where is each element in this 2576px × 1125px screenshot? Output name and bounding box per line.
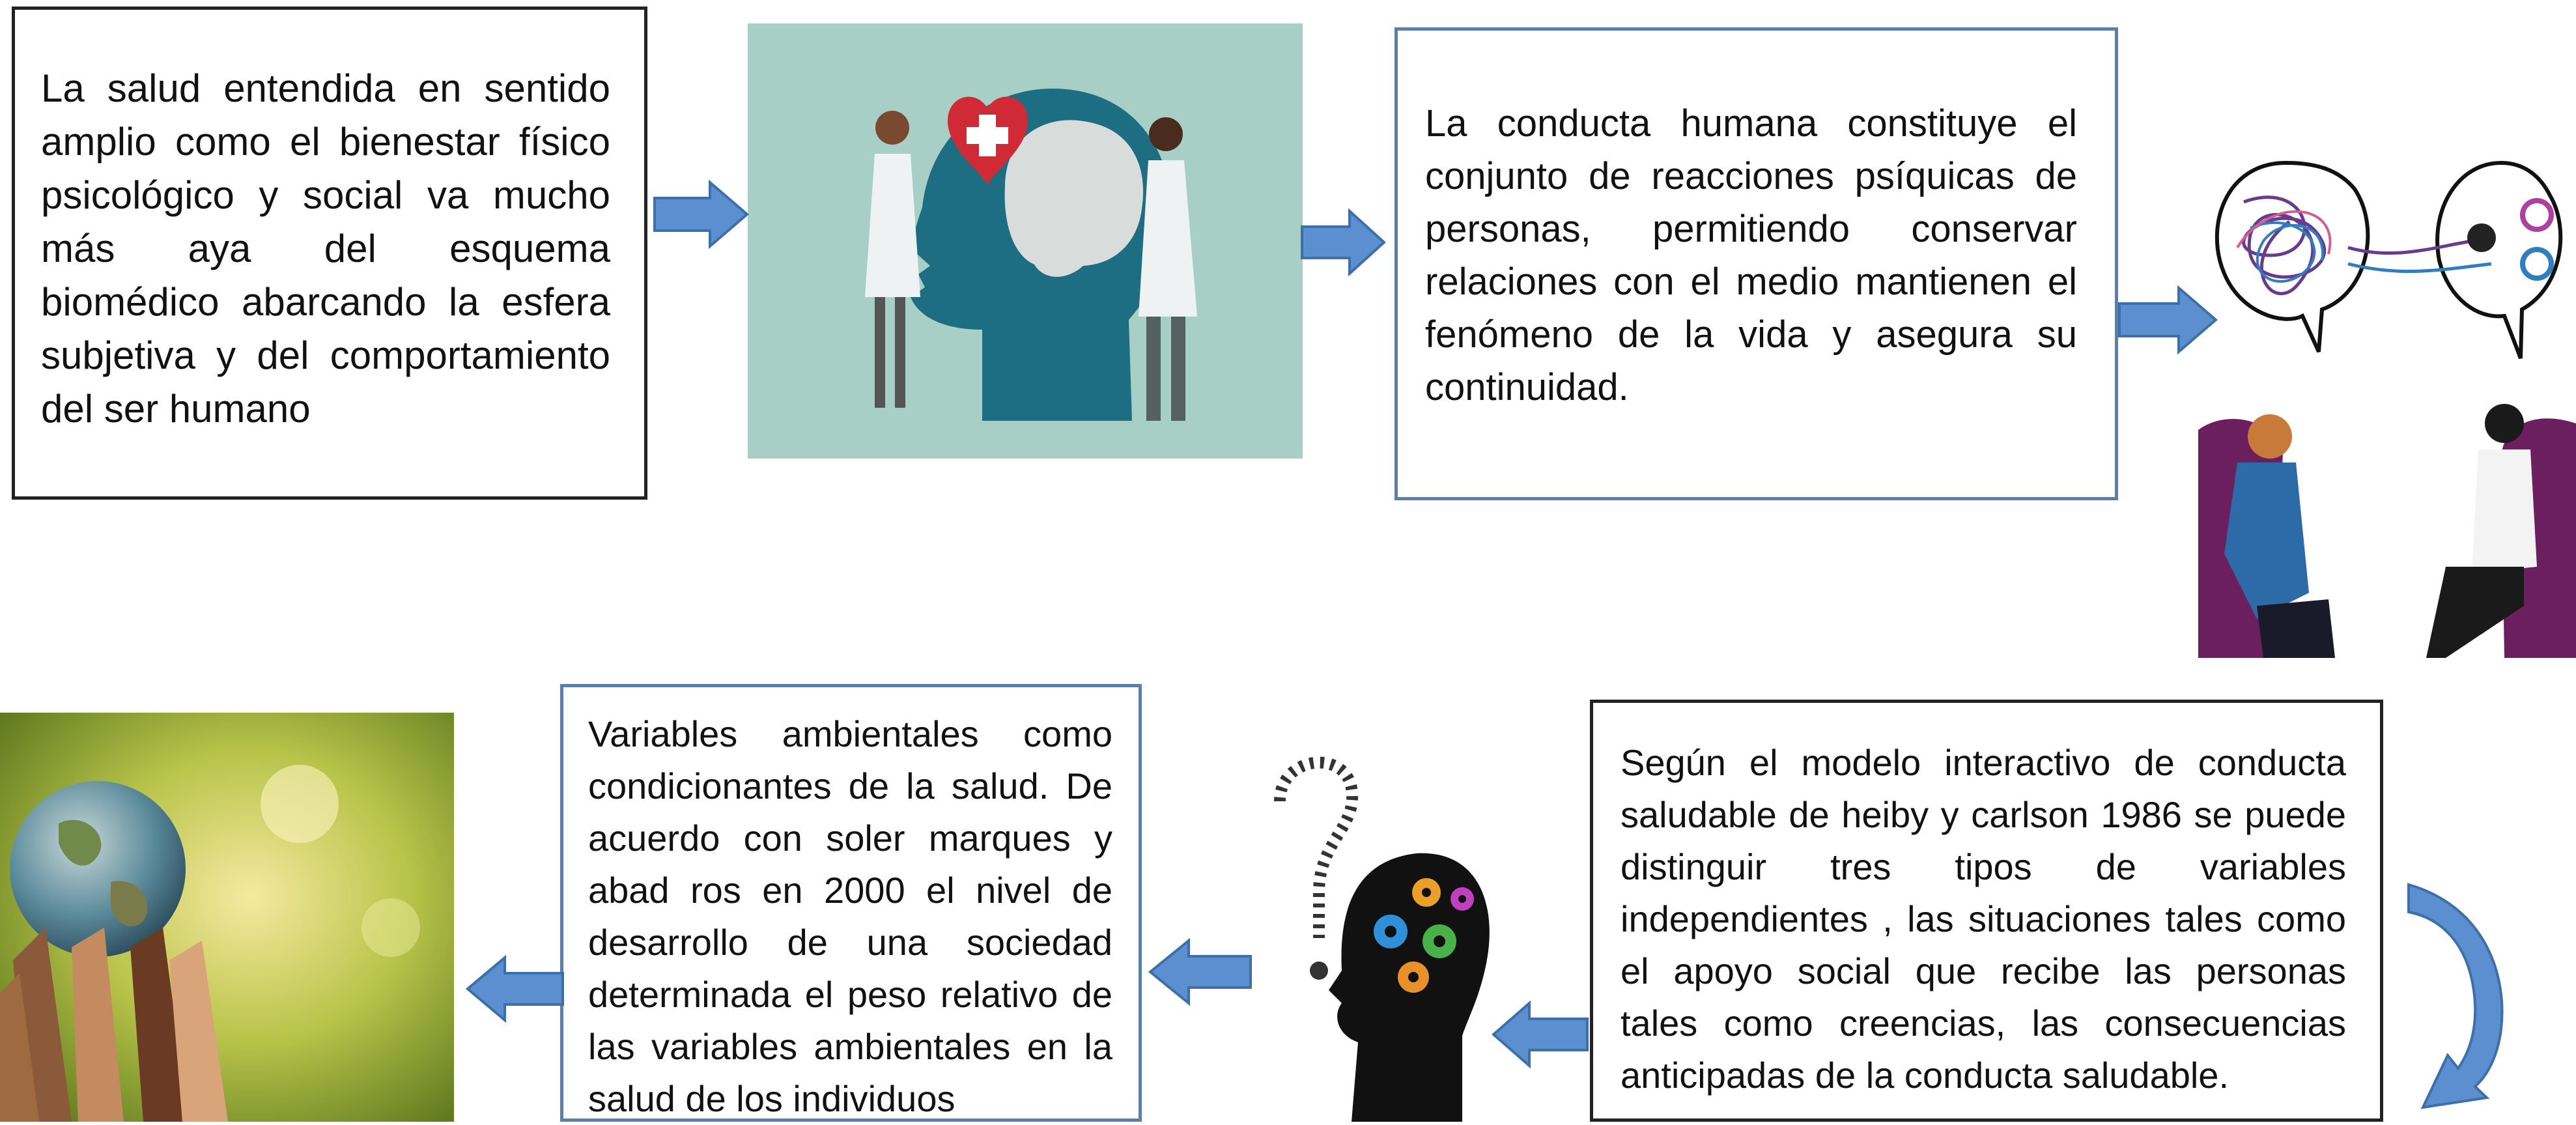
variables-ambientales-text-box: Variables ambientales como condicionante… [560, 684, 1142, 1122]
curved-arrow-down-icon [2403, 879, 2514, 1118]
arrow-left-1-icon [1492, 1001, 1589, 1068]
arrow-left-3-icon [466, 955, 565, 1023]
conducta-text-box: La conducta humana constituye el conjunt… [1394, 27, 2118, 500]
arrow-right-3-icon [2117, 285, 2218, 354]
modelo-interactivo-text: Según el modelo interactivo de conducta … [1621, 742, 2346, 1096]
health-head-illustration [748, 23, 1303, 459]
question-head-gears-illustration [1267, 743, 1495, 1122]
modelo-interactivo-text-box: Según el modelo interactivo de conducta … [1590, 700, 2383, 1122]
salud-text-box: La salud entendida en sentido amplio com… [12, 7, 647, 500]
earth-in-hands-photo [0, 713, 454, 1122]
therapy-session-illustration [2198, 150, 2576, 658]
arrow-right-2-icon [1300, 208, 1386, 276]
salud-text: La salud entendida en sentido amplio com… [41, 66, 610, 431]
arrow-left-2-icon [1148, 938, 1253, 1006]
variables-ambientales-text: Variables ambientales como condicionante… [588, 713, 1112, 1119]
conducta-text: La conducta humana constituye el conjunt… [1425, 102, 2077, 408]
arrow-right-1-icon [653, 180, 749, 249]
